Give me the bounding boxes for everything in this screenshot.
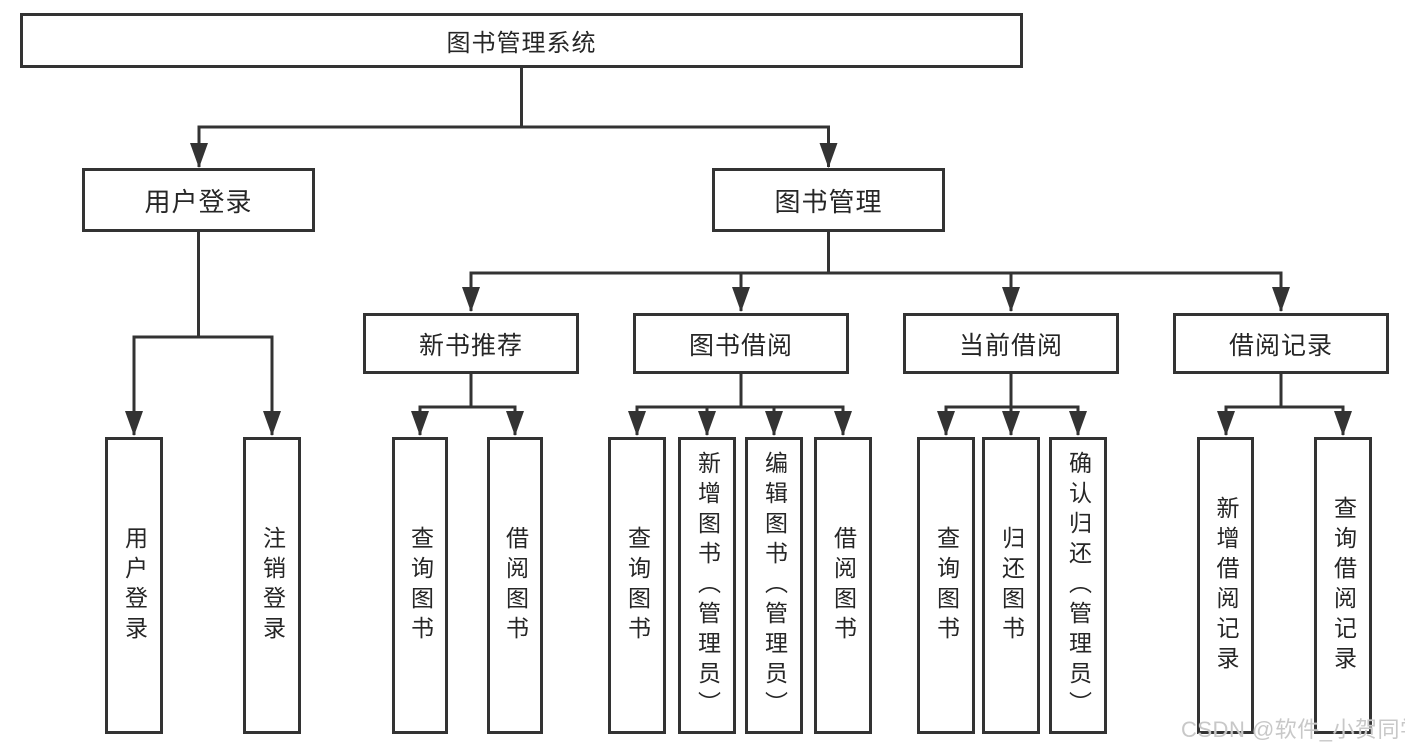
connector-borrowing-records-to-leaves — [1217, 374, 1352, 436]
csdn-watermark: CSDN @软件_小贺同学 — [1181, 717, 1405, 742]
connector-book-borrowing-to-leaves — [628, 374, 852, 436]
node-root: 图书管理系统 — [20, 13, 1023, 68]
node-borrowing-records: 借阅记录 — [1173, 313, 1389, 374]
connector-new-book-recommend-to-leaves — [411, 374, 524, 436]
node-borrowing-records-label: 借阅记录 — [1228, 331, 1333, 360]
node-user-login-label: 用户登录 — [144, 186, 253, 217]
connector-user-login-to-leaves — [125, 232, 281, 436]
node-book-borrowing-label: 图书借阅 — [688, 331, 793, 360]
node-new-book-recommend-label: 新书推荐 — [418, 331, 523, 360]
connector-current-borrowing-to-leaves — [937, 374, 1087, 436]
node-leaf-borrow-add-books: 新增图书（管理员） — [678, 437, 736, 734]
node-book-management: 图书管理 — [712, 168, 945, 232]
node-new-book-recommend: 新书推荐 — [363, 313, 579, 374]
node-leaf-current-query-books: 查询图书 — [917, 437, 975, 734]
node-leaf-user-login: 用户登录 — [105, 437, 163, 734]
node-leaf-records-add-record: 新增借阅记录 — [1197, 437, 1254, 734]
node-leaf-current-return-books-label: 归还图书 — [998, 525, 1025, 646]
node-leaf-borrow-borrow-books-label: 借阅图书 — [830, 525, 857, 646]
node-leaf-borrow-edit-books: 编辑图书（管理员） — [745, 437, 803, 734]
node-leaf-recommend-borrow-books-label: 借阅图书 — [502, 525, 529, 646]
node-book-borrowing: 图书借阅 — [633, 313, 849, 374]
node-leaf-records-add-record-label: 新增借阅记录 — [1213, 495, 1239, 676]
node-leaf-records-query-record: 查询借阅记录 — [1314, 437, 1372, 734]
node-leaf-logout: 注销登录 — [243, 437, 301, 734]
node-leaf-borrow-add-books-label: 新增图书（管理员） — [694, 450, 721, 721]
node-leaf-borrow-query-books-label: 查询图书 — [624, 525, 651, 646]
node-leaf-current-return-books: 归还图书 — [982, 437, 1040, 734]
node-leaf-records-query-record-label: 查询借阅记录 — [1330, 495, 1357, 676]
node-leaf-recommend-query-books-label: 查询图书 — [407, 525, 434, 646]
node-leaf-recommend-query-books: 查询图书 — [392, 437, 448, 734]
node-leaf-borrow-borrow-books: 借阅图书 — [814, 437, 872, 734]
connector-book-management-to-level3 — [462, 232, 1290, 312]
node-current-borrowing-label: 当前借阅 — [958, 331, 1063, 360]
connector-root-to-level2 — [190, 68, 838, 168]
node-root-label: 图书管理系统 — [446, 30, 597, 57]
node-leaf-current-confirm-return: 确认归还（管理员） — [1049, 437, 1107, 734]
node-leaf-current-confirm-return-label: 确认归还（管理员） — [1065, 450, 1092, 721]
node-leaf-user-login-label: 用户登录 — [121, 525, 148, 646]
node-current-borrowing: 当前借阅 — [903, 313, 1119, 374]
node-leaf-current-query-books-label: 查询图书 — [933, 525, 960, 646]
node-leaf-borrow-query-books: 查询图书 — [608, 437, 666, 734]
node-leaf-borrow-edit-books-label: 编辑图书（管理员） — [761, 450, 788, 721]
node-leaf-logout-label: 注销登录 — [259, 525, 286, 646]
node-user-login: 用户登录 — [82, 168, 315, 232]
node-leaf-recommend-borrow-books: 借阅图书 — [487, 437, 543, 734]
node-book-management-label: 图书管理 — [774, 186, 883, 217]
